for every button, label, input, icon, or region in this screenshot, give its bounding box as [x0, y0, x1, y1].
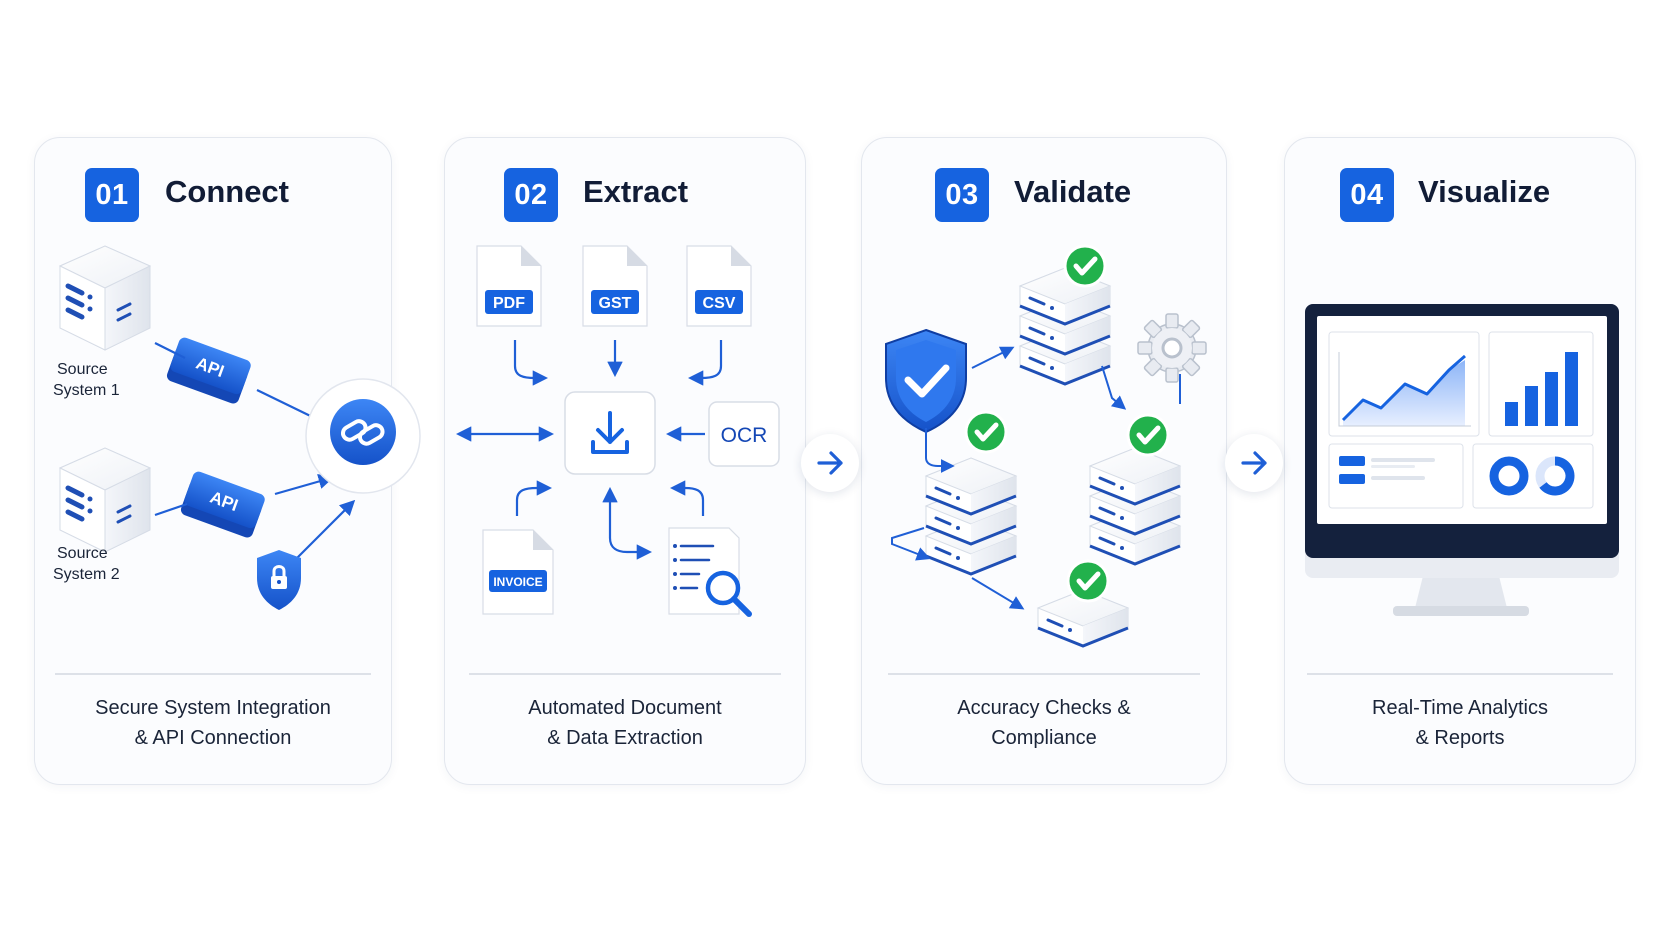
gear-icon: [1137, 313, 1207, 383]
pdf-label: PDF: [493, 295, 525, 312]
csv-document-icon: CSV: [686, 245, 752, 327]
visualize-illustration: [1305, 304, 1619, 616]
csv-label: CSV: [703, 295, 736, 312]
arrow-right-icon: [817, 451, 843, 475]
step-number-badge: 04: [1340, 168, 1394, 222]
step-title: Visualize: [1418, 174, 1551, 209]
monitor-icon: [1305, 304, 1619, 616]
api-chip-icon: API: [180, 471, 265, 538]
card-divider: [1307, 673, 1613, 675]
invoice-document-icon: INVOICE: [482, 529, 554, 615]
step-description: Automated Document & Data Extraction: [528, 697, 722, 749]
step-title: Connect: [165, 174, 289, 209]
validate-illustration: [885, 138, 1207, 648]
step-connector-arrow: [801, 434, 859, 492]
step-title: Extract: [583, 174, 689, 209]
step-card-connect: 01 Connect API API: [34, 137, 421, 785]
step-card-visualize: 04 Visualize: [1284, 137, 1636, 785]
pdf-document-icon: PDF: [476, 245, 542, 327]
connect-illustration: API API Sou: [53, 138, 421, 610]
gst-document-icon: GST: [582, 245, 648, 327]
check-circle-icon: [1128, 415, 1168, 455]
server-stack-left: [924, 456, 1018, 576]
step-description: Real-Time Analytics & Reports: [1372, 697, 1548, 749]
ocr-label: OCR: [721, 424, 768, 447]
shield-check-icon: [885, 328, 967, 434]
invoice-label: INVOICE: [493, 575, 542, 589]
api-chip-icon: API: [166, 337, 251, 404]
step-number-badge: 01: [85, 168, 139, 222]
server-stack-top: [1018, 266, 1112, 386]
download-icon: [564, 391, 656, 475]
step-connector-arrow: [1225, 434, 1283, 492]
search-document-icon: [668, 527, 752, 617]
step-number-badge: 03: [935, 168, 989, 222]
card-divider: [888, 673, 1200, 675]
check-circle-icon: [1065, 246, 1105, 286]
arrow-right-icon: [1241, 451, 1267, 475]
ocr-box: OCR: [708, 401, 780, 467]
gst-label: GST: [599, 295, 632, 312]
source-system-2-server-icon: [60, 448, 150, 552]
source-system-1-label: Source System 1: [53, 361, 120, 399]
step-title: Validate: [1014, 174, 1132, 209]
card-divider: [469, 673, 781, 675]
server-stack-right: [1088, 446, 1182, 566]
step-card-extract: 02 Extract PDF GST CSV: [444, 137, 806, 785]
lock-shield-icon: [257, 550, 301, 610]
link-hub-icon: [305, 378, 421, 494]
check-circle-icon: [1068, 561, 1108, 601]
step-description: Accuracy Checks & Compliance: [957, 697, 1131, 749]
extract-illustration: PDF GST CSV OCR: [455, 245, 780, 617]
step-number-badge: 02: [504, 168, 558, 222]
check-circle-icon: [966, 412, 1006, 452]
source-system-1-server-icon: [60, 246, 150, 350]
step-card-validate: 03 Validate: [861, 137, 1227, 785]
source-system-2-label: Source System 2: [53, 545, 120, 583]
step-description: Secure System Integration & API Connecti…: [95, 697, 331, 749]
card-divider: [55, 673, 371, 675]
magnifier-icon: [705, 570, 741, 606]
